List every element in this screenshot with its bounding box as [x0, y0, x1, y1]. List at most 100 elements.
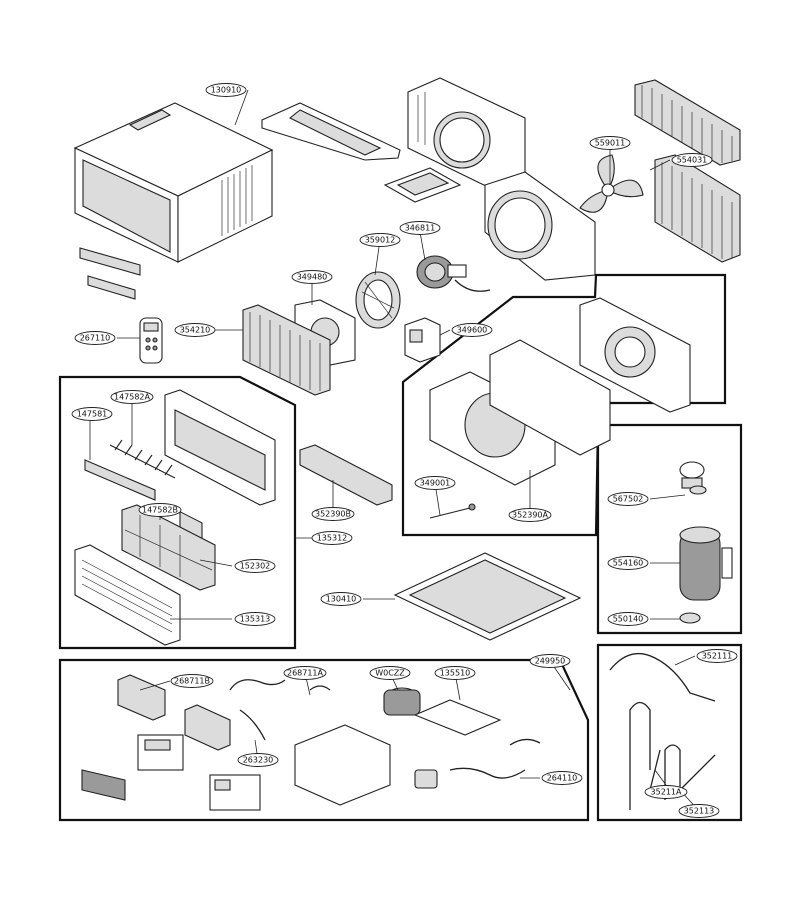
capillary-pipe	[664, 744, 716, 800]
wiring-harness	[229, 679, 541, 779]
fan-motor	[416, 255, 491, 292]
label-147582a: 147582A	[110, 390, 154, 404]
label-268711b: 268711B	[170, 674, 214, 688]
label-550140-text: 550140	[613, 615, 644, 624]
motor-bracket	[404, 317, 441, 363]
label-249950: 249950	[529, 654, 571, 668]
evaporator-coil	[242, 304, 331, 396]
mounting-rails	[79, 247, 141, 300]
label-352390b-text: 352390B	[315, 510, 351, 519]
label-147582b-text: 147582B	[142, 506, 178, 515]
label-35211a: 35211A	[644, 785, 688, 799]
label-550140: 550140	[607, 612, 649, 626]
remote-control	[139, 317, 163, 364]
base-pan	[393, 552, 582, 641]
label-349001: 349001	[414, 476, 456, 490]
orifice-panel	[579, 297, 691, 413]
label-147582b: 147582B	[138, 503, 182, 517]
label-554031: 554031	[671, 153, 713, 167]
horizontal-louver	[84, 459, 156, 501]
label-354210: 354210	[174, 323, 216, 337]
label-359012: 359012	[359, 233, 401, 247]
label-559011-text: 559011	[595, 139, 626, 148]
condenser-shroud	[407, 77, 526, 189]
louver-motor-shaft	[429, 503, 476, 519]
fan-shroud	[484, 171, 596, 281]
condenser-coil-rear	[634, 79, 741, 166]
label-267110-text: 267110	[80, 334, 111, 343]
label-567502-text: 567502	[613, 495, 644, 504]
label-130910-text: 130910	[211, 86, 242, 95]
compressor-grommet	[679, 612, 701, 624]
pcb-display	[184, 704, 231, 751]
label-135312: 135312	[311, 531, 353, 545]
label-349600: 349600	[451, 323, 493, 337]
label-135510-text: 135510	[440, 669, 471, 678]
label-147581: 147581	[71, 407, 113, 421]
label-264110-text: 264110	[547, 774, 578, 783]
label-554160: 554160	[607, 556, 649, 570]
label-263230: 263230	[237, 753, 279, 767]
label-130410-text: 130410	[326, 595, 357, 604]
group-borders	[58, 273, 743, 822]
run-capacitor	[383, 687, 421, 716]
label-w0czz: W0CZZ	[369, 666, 411, 680]
motor-mount-bracket	[383, 167, 462, 203]
label-554031-text: 554031	[677, 156, 708, 165]
indoor-blower-wheel	[355, 271, 401, 329]
top-cover-bracket	[261, 102, 401, 161]
refrigerant-pipes-group-border	[596, 643, 743, 822]
compressor	[679, 526, 733, 601]
leader-lines	[89, 89, 700, 812]
display-panel	[209, 774, 261, 811]
label-559011: 559011	[589, 136, 631, 150]
label-346811: 346811	[399, 221, 441, 235]
inlet-grille	[74, 544, 181, 646]
label-349480-text: 349480	[297, 273, 328, 282]
label-152302: 152302	[234, 559, 276, 573]
label-554160-text: 554160	[613, 559, 644, 568]
control-box	[294, 724, 391, 806]
label-268711a: 268711A	[283, 666, 327, 680]
label-352113-text: 352113	[684, 807, 715, 816]
front-grille-group-border	[58, 375, 297, 650]
label-152302-text: 152302	[240, 562, 271, 571]
label-135510: 135510	[434, 666, 476, 680]
label-349600-text: 349600	[457, 326, 488, 335]
compressor-group-border	[596, 423, 743, 635]
drain-channel	[299, 444, 393, 506]
label-567502: 567502	[607, 492, 649, 506]
label-359012-text: 359012	[365, 236, 396, 245]
front-grille-frame	[164, 389, 276, 544]
electrical-group-border	[58, 658, 590, 822]
label-352390b: 352390B	[311, 507, 355, 521]
label-352390a: 352390A	[508, 508, 552, 522]
cabinet-case	[73, 102, 274, 263]
outdoor-fan-blade	[579, 154, 644, 213]
label-346811-text: 346811	[405, 224, 436, 233]
label-263230-text: 263230	[243, 756, 274, 765]
condenser-coil-front	[654, 154, 741, 263]
label-249950-text: 249950	[535, 657, 566, 666]
fan-housing-group-border	[401, 273, 727, 537]
start-capacitor	[414, 769, 438, 789]
label-130410: 130410	[320, 592, 362, 606]
label-35211a-text: 35211A	[651, 788, 682, 797]
control-panel	[137, 734, 184, 771]
control-board-bracket	[413, 699, 502, 736]
label-352390a-text: 352390A	[512, 511, 549, 520]
label-354210-text: 354210	[180, 326, 211, 335]
label-349480: 349480	[291, 270, 333, 284]
label-352113: 352113	[678, 804, 720, 818]
label-264110: 264110	[541, 771, 583, 785]
scroll-housing	[489, 339, 611, 456]
label-w0czz-text: W0CZZ	[375, 669, 405, 678]
label-135312-text: 135312	[317, 534, 348, 543]
label-267110: 267110	[74, 331, 116, 345]
label-plate	[81, 769, 126, 801]
vertical-louvers	[109, 439, 176, 479]
label-135313: 135313	[234, 612, 276, 626]
air-filter	[121, 504, 216, 591]
label-349001-text: 349001	[420, 479, 451, 488]
